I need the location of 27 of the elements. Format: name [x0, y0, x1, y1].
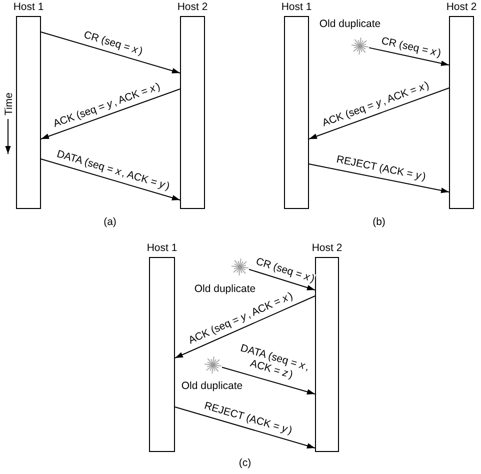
- host-label: Host 2: [177, 1, 208, 13]
- arrow: [174, 406, 316, 448]
- host-label: Host 1: [146, 242, 178, 254]
- arrow: [308, 88, 450, 140]
- host-label: Host 1: [281, 1, 312, 13]
- edge-label: ACK (seq = y, ACK = x): [52, 81, 162, 130]
- arrow: [222, 366, 316, 394]
- arrow: [40, 88, 180, 140]
- arrow: [368, 47, 450, 66]
- edge-label: REJECT (ACK = y): [335, 154, 426, 184]
- edge-label: DATA (seq = x, ACK = y): [55, 148, 171, 193]
- panel-label: (a): [104, 216, 116, 228]
- arrow: [40, 158, 180, 200]
- host-label: Host 1: [13, 1, 44, 13]
- axis-label: Time: [3, 92, 15, 116]
- panel-label: (b): [372, 216, 386, 228]
- node-caption: Old duplicate: [319, 18, 381, 30]
- arrow: [174, 296, 316, 358]
- edge-label: REJECT (ACK = y): [202, 400, 293, 438]
- arrow: [248, 268, 316, 290]
- arrow: [308, 164, 450, 194]
- edge-label: CR (seq = x): [82, 30, 144, 58]
- edge-label: CR (seq = x): [380, 35, 442, 60]
- host-label: Host 2: [312, 242, 342, 254]
- panel-label: (c): [238, 457, 252, 469]
- arrow: [40, 32, 180, 74]
- host-label: Host 2: [446, 1, 477, 13]
